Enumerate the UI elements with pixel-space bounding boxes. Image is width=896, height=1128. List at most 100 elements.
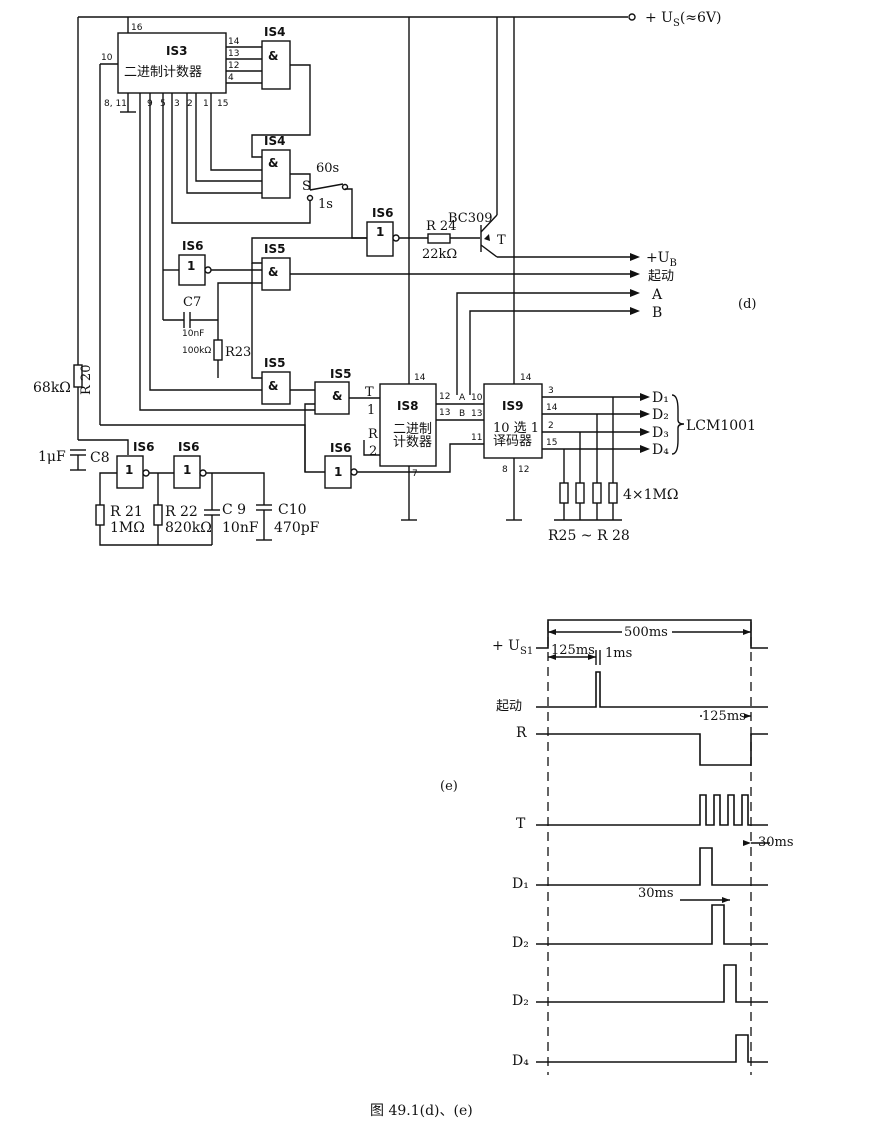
svg-text:68kΩ: 68kΩ	[33, 380, 71, 396]
svg-text:R: R	[368, 427, 379, 442]
svg-text:T: T	[365, 385, 374, 400]
ub-label: +UB	[646, 250, 677, 269]
is6-inverter-top	[366, 221, 394, 257]
svg-text:IS9: IS9	[502, 399, 523, 413]
svg-text:100kΩ: 100kΩ	[182, 346, 211, 356]
svg-text:C 9: C 9	[222, 502, 246, 518]
svg-text:IS6: IS6	[372, 206, 393, 220]
svg-text:14: 14	[520, 373, 532, 383]
svg-text:4: 4	[228, 73, 234, 83]
is4-gate-lower	[261, 149, 291, 199]
panel-label-d: (d)	[738, 297, 756, 312]
svg-text:1: 1	[187, 259, 195, 273]
svg-text:500ms: 500ms	[624, 625, 668, 640]
r23-resistor	[213, 339, 223, 361]
svg-text:IS6: IS6	[330, 441, 351, 455]
svg-text:D₂: D₂	[652, 407, 669, 423]
timing-diagram-e: (e) + US1 500ms 125ms 1ms 起动 125ms R T	[440, 619, 794, 1075]
svg-text:&: &	[268, 379, 278, 393]
svg-text:12: 12	[518, 465, 529, 475]
svg-text:1ms: 1ms	[605, 646, 632, 661]
d4-waveform	[536, 1034, 768, 1063]
svg-text:14: 14	[414, 373, 426, 383]
svg-text:BC309: BC309	[448, 211, 493, 226]
svg-text:起动: 起动	[648, 269, 674, 284]
is3-desc: 二进制计数器	[124, 65, 202, 80]
svg-text:2: 2	[187, 99, 193, 109]
figure-caption: 图 49.1(d)、(e)	[370, 1103, 473, 1119]
lcm-label: LCM1001	[686, 418, 756, 434]
svg-text:1: 1	[183, 463, 191, 477]
supply-terminal	[628, 13, 636, 21]
svg-text:13: 13	[228, 49, 239, 59]
d3-label: D₂	[512, 993, 529, 1009]
svg-text:B: B	[652, 305, 662, 321]
svg-text:IS8: IS8	[397, 399, 418, 413]
svg-text:R23: R23	[225, 345, 251, 360]
svg-text:10: 10	[471, 393, 483, 403]
svg-text:S: S	[302, 179, 311, 194]
d4-label: D₄	[512, 1053, 529, 1069]
svg-text:125ms: 125ms	[702, 709, 746, 724]
svg-text:1: 1	[203, 99, 209, 109]
svg-text:&: &	[268, 265, 278, 279]
r24-resistor	[427, 233, 451, 244]
svg-text:14: 14	[228, 37, 240, 47]
svg-text:13: 13	[439, 408, 450, 418]
svg-text:60s: 60s	[316, 161, 339, 176]
svg-text:&: &	[268, 156, 278, 170]
svg-text:译码器: 译码器	[493, 434, 532, 449]
svg-text:1s: 1s	[318, 197, 333, 212]
svg-text:&: &	[268, 49, 278, 63]
svg-text:14: 14	[546, 403, 558, 413]
svg-text:30ms: 30ms	[638, 886, 674, 901]
d1-label: D₁	[512, 876, 529, 892]
svg-text:IS4: IS4	[264, 25, 285, 39]
is8-counter	[379, 383, 437, 467]
svg-text:4×1MΩ: 4×1MΩ	[623, 487, 679, 503]
svg-text:&: &	[332, 389, 342, 403]
svg-text:B: B	[459, 409, 465, 419]
svg-text:13: 13	[471, 409, 482, 419]
transistor-t	[480, 17, 630, 258]
svg-text:10nF: 10nF	[182, 329, 204, 339]
svg-text:R: R	[516, 725, 527, 741]
svg-text:IS5: IS5	[264, 242, 285, 256]
svg-text:22kΩ: 22kΩ	[422, 247, 457, 262]
svg-text:R 20: R 20	[79, 365, 94, 395]
us1-waveform	[536, 619, 768, 649]
svg-text:计数器: 计数器	[393, 435, 432, 450]
svg-text:二进制: 二进制	[393, 422, 432, 437]
svg-text:IS4: IS4	[264, 134, 285, 148]
svg-text:1: 1	[125, 463, 133, 477]
svg-text:C7: C7	[183, 295, 201, 310]
svg-text:R25 ~ R 28: R25 ~ R 28	[548, 528, 630, 544]
svg-text:1μF: 1μF	[38, 449, 66, 465]
svg-text:3: 3	[548, 386, 554, 396]
svg-text:12: 12	[439, 392, 450, 402]
svg-text:D₃: D₃	[652, 425, 669, 441]
svg-text:T: T	[497, 233, 506, 248]
supply-label: + US(≈6V)	[645, 10, 722, 29]
svg-text:15: 15	[546, 438, 557, 448]
is5-gate-right	[314, 381, 350, 415]
svg-text:IS5: IS5	[264, 356, 285, 370]
svg-text:C8: C8	[90, 450, 110, 466]
svg-text:8: 8	[502, 465, 508, 475]
svg-text:A: A	[651, 287, 663, 303]
is3-block	[117, 32, 227, 94]
svg-text:15: 15	[217, 99, 228, 109]
svg-text:30ms: 30ms	[758, 835, 794, 850]
svg-text:IS6: IS6	[133, 440, 154, 454]
svg-text:2: 2	[369, 444, 377, 459]
d2-waveform	[536, 904, 768, 945]
d2-label: D₂	[512, 935, 529, 951]
is3-name: IS3	[166, 44, 187, 58]
lcm-brace	[671, 394, 685, 455]
svg-text:A: A	[459, 393, 466, 403]
svg-text:T: T	[516, 816, 526, 832]
svg-text:10 选 1: 10 选 1	[493, 421, 539, 436]
t-waveform	[536, 794, 768, 826]
svg-text:1MΩ: 1MΩ	[110, 520, 145, 536]
